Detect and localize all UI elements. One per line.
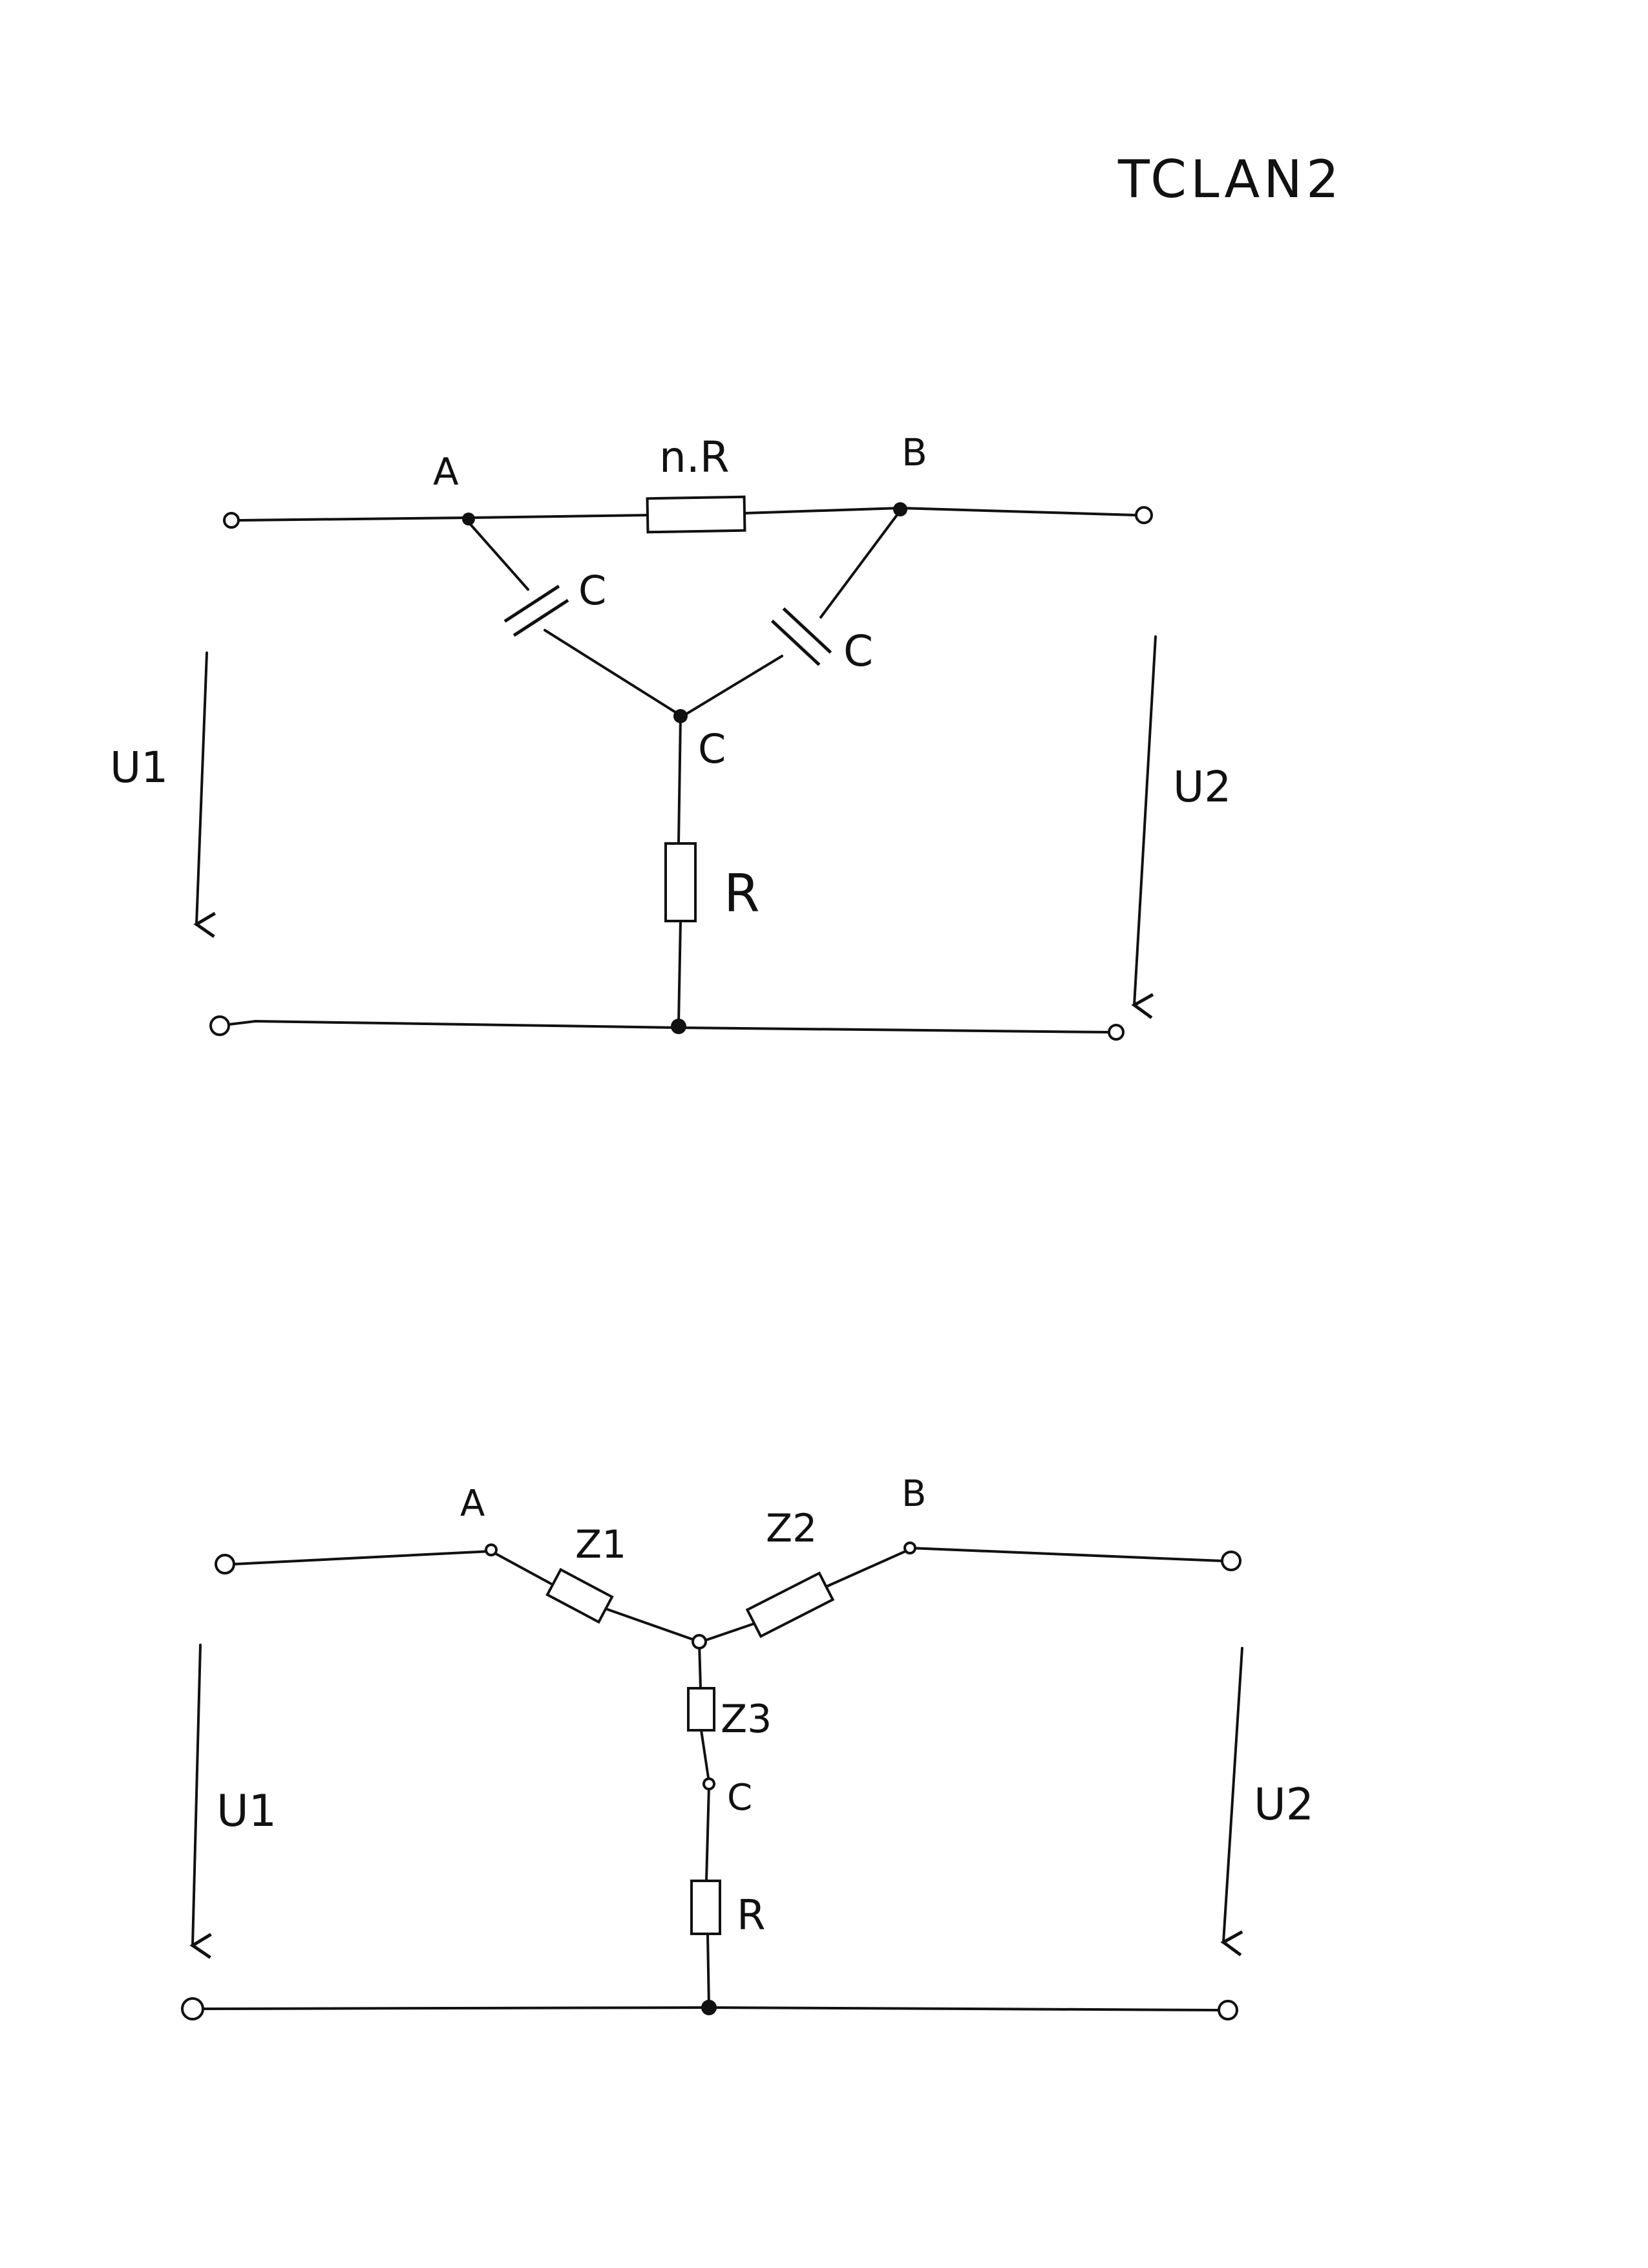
c2-terminal-bottom-right (1218, 2000, 1238, 2020)
c1-voltage-arrow-u1 (196, 652, 207, 924)
c1-node-c (673, 709, 688, 723)
c1-capacitor-left (503, 584, 569, 637)
c1-vertical-wire-upper (677, 716, 682, 845)
c2-node-ground (701, 2000, 717, 2015)
c2-top-wire-left (233, 1550, 492, 1565)
c2-label-z3: Z3 (721, 1697, 772, 1742)
c1-right-branch-upper (819, 509, 902, 619)
c2-terminal-top-right (1221, 1551, 1241, 1571)
c2-top-wire-right (909, 1547, 1223, 1562)
c1-label-node-b: B (902, 430, 927, 474)
c1-terminal-bottom-left (209, 1015, 230, 1036)
c1-node-ground (671, 1019, 686, 1034)
c1-voltage-arrow-u2 (1134, 635, 1157, 1005)
c1-top-wire-left (237, 516, 470, 522)
c1-label-voltage-u1: U1 (110, 743, 168, 792)
c1-bottom-wire (227, 1020, 1110, 1033)
c1-node-a (462, 513, 475, 525)
c1-top-wire-a-to-resistor (467, 514, 649, 519)
c1-label-bottom-resistor: R (724, 864, 760, 924)
c1-capacitor-right (770, 607, 832, 666)
c2-node-b (903, 1542, 916, 1554)
c2-label-node-a: A (460, 1483, 485, 1525)
c2-z1-impedance (545, 1567, 614, 1624)
c2-z2-impedance (745, 1571, 835, 1638)
c2-z3-wire-upper (698, 1642, 702, 1690)
c1-label-cap-left: C (578, 567, 606, 614)
c1-right-branch-lower (682, 655, 783, 717)
c2-z3-impedance (687, 1687, 715, 1732)
c1-left-branch-lower (544, 629, 680, 715)
c2-r-wire-lower (706, 1933, 710, 2009)
c1-vertical-wire-lower (677, 920, 682, 1026)
c2-label-voltage-u2: U2 (1254, 1779, 1314, 1830)
c1-top-wire-right (899, 507, 1137, 516)
c1-top-resistor (646, 495, 746, 534)
c1-label-node-c: C (698, 725, 726, 772)
c2-node-c (703, 1777, 715, 1790)
c2-label-z2: Z2 (766, 1506, 817, 1551)
c2-label-node-b: B (902, 1473, 926, 1515)
c2-label-voltage-u1: U1 (217, 1786, 277, 1837)
c2-label-z1: Z1 (575, 1522, 626, 1567)
c2-terminal-bottom-left (181, 1997, 204, 2020)
c2-voltage-arrow-u2 (1223, 1647, 1243, 1942)
c1-node-b (893, 502, 907, 516)
page-title: TCLAN2 (1117, 149, 1343, 209)
c1-label-voltage-u2: U2 (1173, 762, 1231, 812)
c2-z3-wire-lower (700, 1729, 710, 1783)
c1-label-top-resistor: n.R (659, 432, 730, 482)
c2-label-node-c: C (727, 1777, 752, 1819)
c1-top-wire-resistor-to-b (743, 507, 902, 514)
c1-bottom-resistor (664, 842, 697, 922)
c1-terminal-top-left (223, 512, 240, 529)
c1-terminal-top-right (1135, 506, 1153, 524)
circuit-2: A B C Z1 Z2 Z3 R U1 U2 (181, 1473, 1314, 2020)
c2-voltage-arrow-u1 (193, 1644, 200, 1945)
c1-label-cap-right: C (843, 626, 873, 676)
c2-node-a (485, 1543, 498, 1556)
c2-z1-wire-upper (490, 1550, 552, 1585)
c2-z1-wire-lower (606, 1608, 701, 1643)
c2-z2-wire-upper (825, 1548, 911, 1588)
c2-c-wire (705, 1785, 710, 1882)
c2-label-bottom-resistor: R (737, 1892, 765, 1940)
c1-terminal-bottom-right (1108, 1024, 1125, 1041)
c1-label-node-a: A (433, 450, 459, 494)
c2-z2-wire-lower (700, 1622, 755, 1643)
c2-terminal-top-left (215, 1554, 235, 1574)
circuit-1: A B C n.R C C R U1 U2 (110, 430, 1231, 1041)
c2-node-star (692, 1634, 707, 1649)
c2-bottom-resistor (690, 1880, 721, 1935)
c1-left-branch-upper (467, 521, 529, 591)
